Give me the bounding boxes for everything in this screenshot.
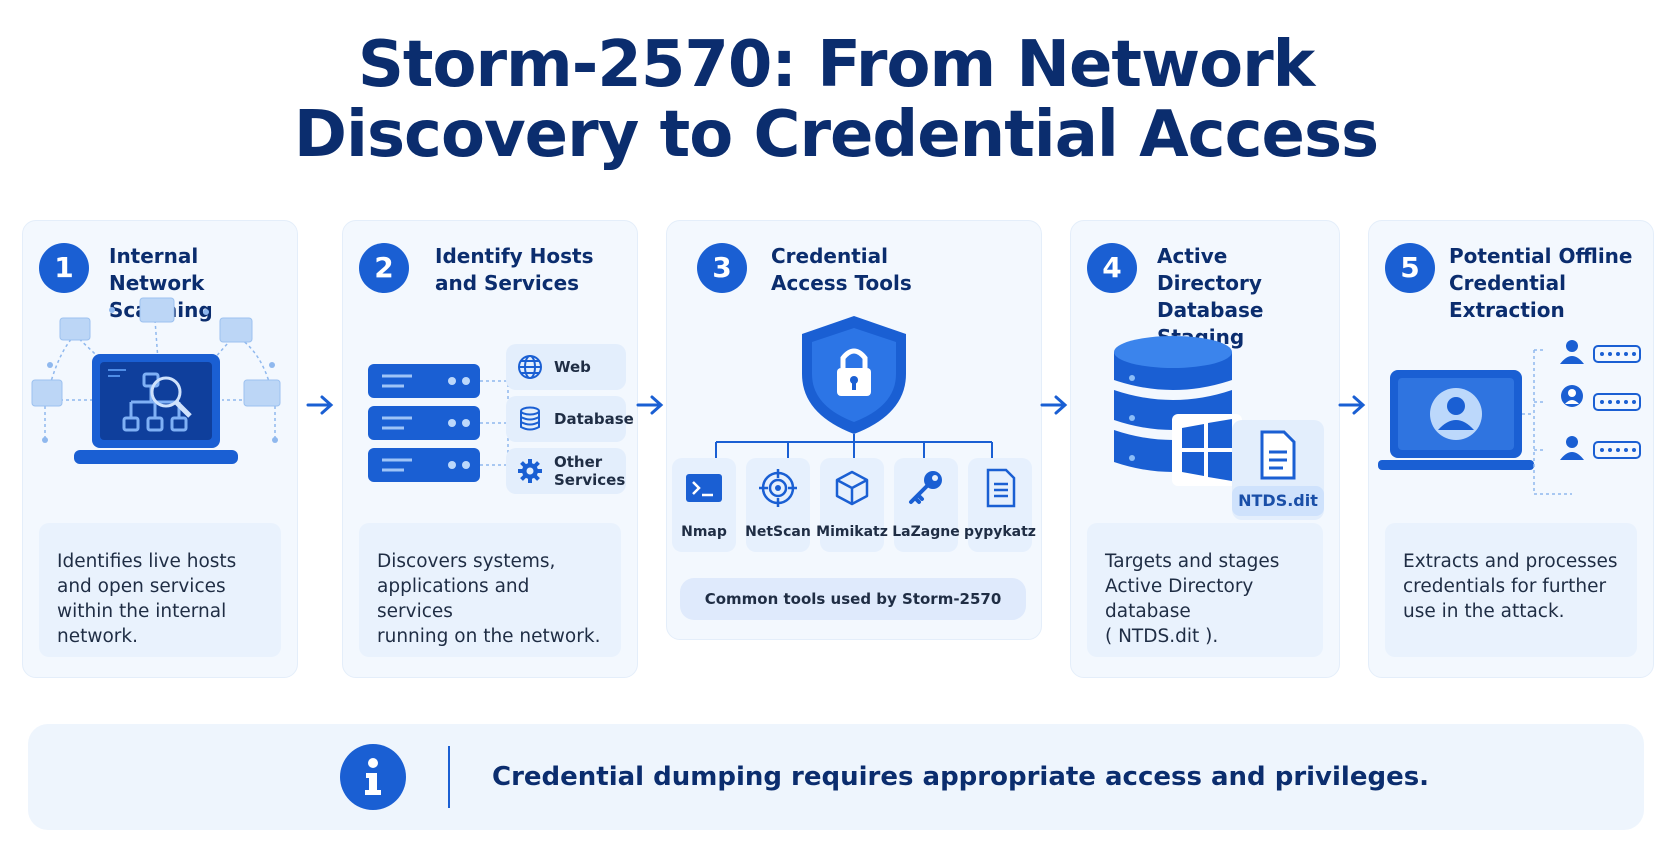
step-title: Credential Access Tools <box>771 244 912 295</box>
banner-text: Credential dumping requires appropriate … <box>492 762 1430 792</box>
step-number-badge: 1 <box>39 243 89 293</box>
step-title: Identify Hosts and Services <box>435 244 594 295</box>
laptop-user-icon <box>1378 340 1641 495</box>
gear-icon <box>518 459 542 483</box>
tool-label: LaZagne <box>892 524 960 540</box>
step-description: Discovers systems, applications and serv… <box>359 523 621 657</box>
flow-arrow-icon <box>1338 395 1366 415</box>
server-stack-icon <box>368 364 509 482</box>
service-web: Web <box>506 344 626 390</box>
tool-label: pypykatz <box>964 524 1036 540</box>
step-card-1: 1 Internal Network Scanning Identifies l… <box>22 220 298 678</box>
terminal-icon <box>686 474 722 502</box>
service-other: Other Services <box>506 448 626 494</box>
service-label: Database <box>554 410 634 428</box>
service-list: Web Database Other Services <box>506 344 634 504</box>
step-number-badge: 2 <box>359 243 409 293</box>
step-description: Extracts and processes credentials for f… <box>1385 523 1637 657</box>
banner-divider <box>448 746 450 808</box>
step-description: Targets and stages Active Directory data… <box>1087 523 1323 657</box>
globe-icon <box>518 355 542 379</box>
tool-lazagne: LaZagne <box>892 458 960 552</box>
info-icon <box>340 744 406 810</box>
step-number-badge: 3 <box>697 243 747 293</box>
info-banner: Credential dumping requires appropriate … <box>28 724 1644 830</box>
crosshair-icon <box>759 469 797 507</box>
step-title: Potential Offline Credential Extraction <box>1449 244 1633 322</box>
user-icon <box>1560 340 1584 460</box>
password-field-icon <box>1593 345 1641 459</box>
step-number-badge: 4 <box>1087 243 1137 293</box>
title-line-1: Storm-2570: From Network <box>357 28 1315 102</box>
tool-netscan: NetScan <box>745 458 811 552</box>
tool-mimikatz: Mimikatz <box>816 458 888 552</box>
computer-icon <box>31 297 281 407</box>
flow-arrow-icon <box>636 395 664 415</box>
document-icon <box>986 468 1016 508</box>
key-icon <box>909 471 942 504</box>
flow-arrow-icon <box>306 395 334 415</box>
shield-lock-icon <box>715 316 993 458</box>
document-icon <box>1260 430 1296 480</box>
tool-label: Mimikatz <box>816 524 888 540</box>
windows-logo-icon <box>1172 414 1242 486</box>
step-number-badge: 5 <box>1385 243 1435 293</box>
flow-arrow-icon <box>1040 395 1068 415</box>
service-label: Web <box>554 358 591 376</box>
database-icon <box>520 406 540 431</box>
tools-note: Common tools used by Storm-2570 <box>680 578 1026 620</box>
service-label: Other Services <box>554 453 626 489</box>
tool-label: Nmap <box>681 524 727 540</box>
network-scanning-illustration <box>31 297 281 464</box>
tool-nmap: Nmap <box>672 458 736 552</box>
ntds-file-label: NTDS.dit <box>1232 486 1324 516</box>
page-title: Storm-2570: From Network Discovery to Cr… <box>0 30 1672 170</box>
tool-pypykatz: pypykatz <box>964 458 1036 552</box>
tool-label: NetScan <box>745 524 811 540</box>
cube-icon <box>835 470 869 506</box>
step-description: Identifies live hosts and open services … <box>39 523 281 657</box>
title-line-2: Discovery to Credential Access <box>293 98 1379 172</box>
service-database: Database <box>506 396 634 442</box>
